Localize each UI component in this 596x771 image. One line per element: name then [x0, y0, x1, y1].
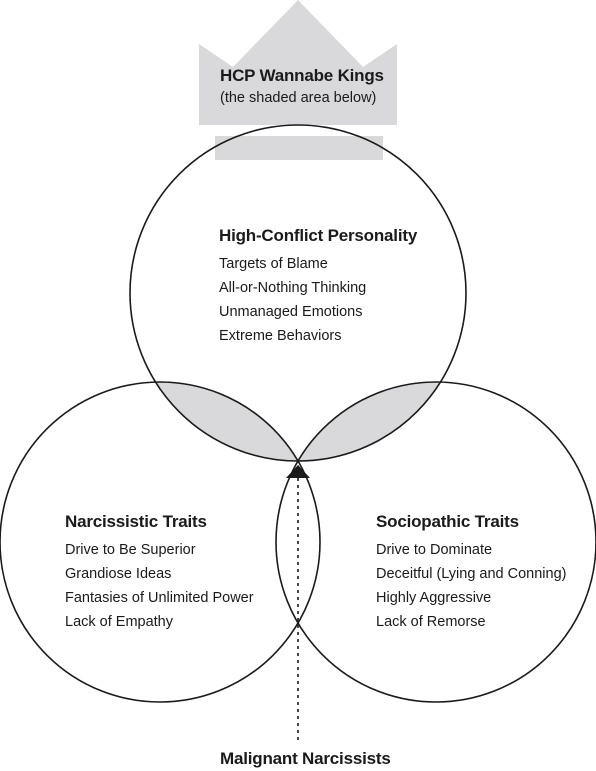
list-item: Deceitful (Lying and Conning): [376, 566, 567, 582]
list-item: Lack of Remorse: [376, 614, 486, 630]
narcissistic-list: Drive to Be Superior Grandiose Ideas Fan…: [65, 538, 254, 634]
list-item: Drive to Be Superior: [65, 542, 196, 558]
high-conflict-title: High-Conflict Personality: [219, 226, 418, 245]
list-item: Unmanaged Emotions: [219, 304, 363, 320]
sociopathic-list: Drive to Dominate Deceitful (Lying and C…: [376, 538, 567, 634]
pointer-arrowhead: [286, 465, 310, 478]
circle-sociopathic: [275, 381, 596, 703]
list-item: Fantasies of Unlimited Power: [65, 590, 254, 606]
sociopathic-block: Sociopathic Traits Drive to Dominate Dec…: [376, 512, 567, 634]
list-item: Lack of Empathy: [65, 614, 173, 630]
crown-subtitle: (the shaded area below): [220, 90, 377, 106]
crown-title: HCP Wannabe Kings: [220, 66, 384, 85]
list-item: Targets of Blame: [219, 256, 328, 272]
crown-base: [215, 136, 383, 160]
list-item: Highly Aggressive: [376, 590, 492, 606]
list-item: Drive to Dominate: [376, 542, 493, 558]
list-item: Extreme Behaviors: [219, 328, 342, 344]
sociopathic-title: Sociopathic Traits: [376, 512, 519, 531]
malignant-narcissists-label: Malignant Narcissists: [220, 749, 391, 768]
narcissistic-title: Narcissistic Traits: [65, 512, 207, 531]
narcissistic-block: Narcissistic Traits Drive to Be Superior…: [65, 512, 254, 634]
list-item: All-or-Nothing Thinking: [219, 280, 367, 296]
circle-narcissistic: [0, 381, 321, 703]
list-item: Grandiose Ideas: [65, 566, 172, 582]
high-conflict-block: High-Conflict Personality Targets of Bla…: [219, 226, 417, 348]
high-conflict-list: Targets of Blame All-or-Nothing Thinking…: [219, 252, 417, 348]
crown-shape: [199, 0, 397, 125]
